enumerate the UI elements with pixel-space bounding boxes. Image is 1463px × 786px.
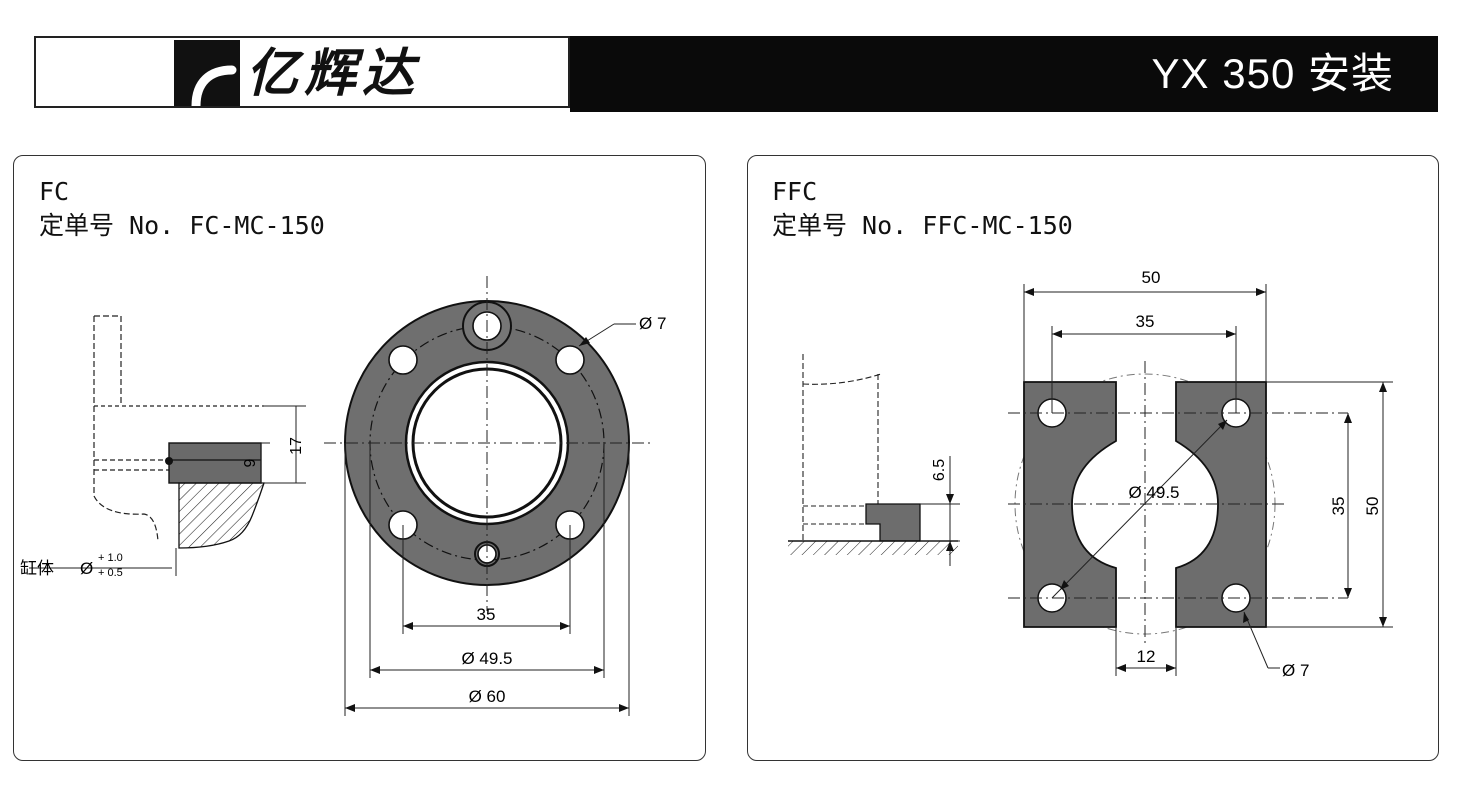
fc-code: FC	[39, 177, 70, 206]
model-title: YX 350 安装	[1151, 50, 1394, 97]
ffc-order-label: 定单号 No.	[772, 211, 908, 240]
fc-flange-section	[168, 442, 262, 484]
fc-arrowheads	[345, 337, 629, 712]
ffc-thickness-dim: 6.5	[931, 459, 948, 481]
fc-bolt-hole	[388, 345, 418, 375]
fc-bore-tol-upper: + 1.0	[98, 552, 123, 564]
brand-box: 亿辉达	[34, 36, 570, 108]
fc-order-no: FC-MC-150	[189, 211, 325, 240]
fc-bore-tol-lower: + 0.5	[98, 567, 123, 579]
brand-logo-icon	[174, 40, 240, 106]
ffc-base-hatch	[788, 541, 958, 555]
ffc-side-view	[802, 354, 882, 541]
ffc-width-pitch-dim: 35	[1136, 312, 1155, 331]
ffc-side-arrowheads	[946, 494, 954, 551]
fc-side-dims	[29, 405, 306, 576]
fc-hole-dim: Ø 7	[639, 314, 666, 333]
fc-cylinder-body	[178, 482, 265, 549]
ffc-panel: FFC 定单号 No. FFC-MC-150 6.5	[747, 155, 1439, 761]
ffc-order-line: 定单号 No. FFC-MC-150	[772, 210, 1073, 242]
fc-bolt-circle-dim: Ø 49.5	[461, 649, 512, 668]
model-banner: YX 350 安装	[570, 36, 1438, 112]
fc-front-dims	[344, 323, 636, 716]
fc-bolt-hole	[555, 345, 585, 375]
ffc-gap-dim: 12	[1137, 647, 1156, 666]
fc-bore-label: 缸体	[20, 558, 54, 578]
ffc-height-pitch-dim: 35	[1329, 497, 1348, 516]
fc-centerlines	[324, 276, 654, 611]
ffc-code: FFC	[772, 177, 818, 206]
ffc-bolt-circle-dim: Ø 49.5	[1128, 483, 1179, 502]
fc-panel: FC 定单号 No. FC-MC-150	[13, 155, 706, 761]
fc-drawing: 17 9 缸体 Ø + 1.0 + 0.5	[20, 276, 666, 716]
ffc-order-no: FFC-MC-150	[922, 211, 1073, 240]
fc-pitch-dim: 35	[477, 605, 496, 624]
fc-thickness-dim: 9	[242, 458, 259, 467]
fc-side-view	[93, 315, 264, 542]
fc-order-line: 定单号 No. FC-MC-150	[39, 210, 325, 242]
brand-name: 亿辉达	[246, 43, 421, 104]
fc-order-label: 定单号 No.	[39, 211, 175, 240]
fc-height-dim: 17	[288, 437, 305, 455]
fc-bore-symbol: Ø	[80, 559, 93, 578]
ffc-hole-dim: Ø 7	[1282, 661, 1309, 680]
ffc-height-outer-dim: 50	[1363, 497, 1382, 516]
ffc-drawing: 6.5	[788, 268, 1393, 680]
ffc-arrowheads	[1024, 288, 1387, 672]
header-bar: 亿辉达 YX 350 安装	[34, 36, 1438, 112]
brand-logo-svg	[191, 65, 237, 106]
ffc-flange-section	[865, 503, 921, 542]
ffc-front-dims	[1023, 284, 1393, 676]
ffc-width-outer-dim: 50	[1142, 268, 1161, 287]
fc-outer-dim: Ø 60	[469, 687, 506, 706]
